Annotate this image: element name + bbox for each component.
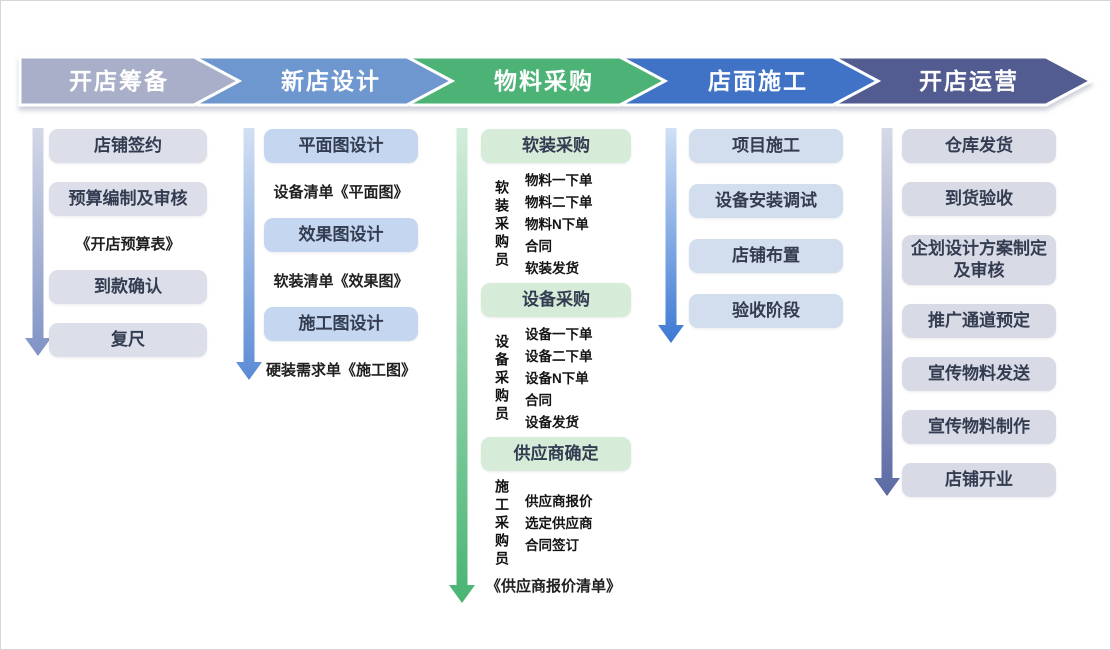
group-header-box: 软装采购: [481, 129, 631, 163]
step-list: 物料一下单物料二下单物料N下单合同软装发货: [525, 171, 593, 279]
step-list: 供应商报价选定供应商合同签订: [525, 492, 593, 556]
document-label: 软装清单《效果图》: [273, 273, 409, 290]
group-header-box: 设备采购: [481, 283, 631, 317]
step-item: 物料N下单: [525, 217, 589, 232]
phase-column-construction: 项目施工设备安装调试店铺布置验收阶段: [689, 129, 843, 349]
document-label: 《供应商报价清单》: [485, 578, 621, 595]
process-box: 店铺布置: [689, 239, 843, 273]
step-item: 供应商报价: [525, 494, 593, 509]
step-item: 软装发货: [525, 261, 579, 276]
step-item: 设备N下单: [525, 371, 589, 386]
step-list: 设备一下单设备二下单设备N下单合同设备发货: [525, 325, 593, 433]
role-label: 施工采购员: [494, 479, 510, 569]
document-label: 《开店预算表》: [75, 236, 181, 253]
role-label: 软装采购员: [494, 180, 510, 270]
phase-label-construction: 店面施工: [708, 68, 808, 94]
phase-column-preparation: 店铺签约预算编制及审核《开店预算表》到款确认复尺: [49, 129, 207, 376]
process-box: 宣传物料制作: [902, 410, 1056, 445]
document-label: 硬装需求单《施工图》: [265, 362, 416, 379]
phase-arrow-preparation: [18, 55, 243, 107]
step-item: 设备一下单: [525, 327, 593, 342]
process-box: 宣传物料发送: [902, 357, 1056, 392]
group-body: 设备采购员设备一下单设备二下单设备N下单合同设备发货: [481, 325, 631, 433]
flow-arrow-down-operation: [874, 128, 900, 496]
procurement-group: 设备采购设备采购员设备一下单设备二下单设备N下单合同设备发货: [481, 283, 631, 433]
process-box: 店铺签约: [49, 129, 207, 163]
process-box: 仓库发货: [902, 129, 1056, 163]
step-item: 物料一下单: [525, 173, 593, 188]
group-header-box: 供应商确定: [481, 437, 631, 471]
process-box: 效果图设计: [264, 218, 418, 252]
procurement-group: 供应商确定施工采购员供应商报价选定供应商合同签订《供应商报价清单》: [481, 437, 631, 596]
process-box: 预算编制及审核: [49, 182, 207, 216]
process-box: 到货验收: [902, 182, 1056, 216]
process-box: 店铺开业: [902, 463, 1056, 498]
process-box: 推广通道预定: [902, 304, 1056, 339]
phase-label-procurement: 物料采购: [494, 68, 594, 94]
step-item: 合同: [525, 239, 552, 254]
procurement-group: 软装采购软装采购员物料一下单物料二下单物料N下单合同软装发货: [481, 129, 631, 279]
step-item: 设备二下单: [525, 349, 593, 364]
step-item: 合同签订: [525, 538, 579, 553]
phase-column-design: 平面图设计设备清单《平面图》效果图设计软装清单《效果图》施工图设计硬装需求单《施…: [264, 129, 418, 396]
process-box: 施工图设计: [264, 307, 418, 341]
phase-label-operation: 开店运营: [919, 68, 1019, 94]
process-box: 到款确认: [49, 270, 207, 304]
group-body: 施工采购员供应商报价选定供应商合同签订: [481, 479, 631, 569]
phase-label-preparation: 开店筹备: [69, 68, 169, 94]
phase-column-procurement: 软装采购软装采购员物料一下单物料二下单物料N下单合同软装发货设备采购设备采购员设…: [481, 129, 631, 600]
flow-arrow-down-construction: [658, 128, 684, 343]
document-label: 设备清单《平面图》: [273, 184, 409, 201]
process-box: 验收阶段: [689, 294, 843, 328]
process-box: 项目施工: [689, 129, 843, 163]
step-item: 选定供应商: [525, 516, 593, 531]
process-box: 设备安装调试: [689, 184, 843, 218]
process-box: 企划设计方案制定及审核: [902, 235, 1056, 286]
flow-arrow-down-procurement: [449, 128, 475, 603]
flow-arrow-down-preparation: [25, 128, 51, 356]
flow-arrow-down-design: [236, 128, 262, 380]
role-label: 设备采购员: [494, 334, 510, 424]
phase-label-design: 新店设计: [281, 68, 381, 94]
phase-column-operation: 仓库发货到货验收企划设计方案制定及审核推广通道预定宣传物料发送宣传物料制作店铺开…: [902, 129, 1056, 516]
group-body: 软装采购员物料一下单物料二下单物料N下单合同软装发货: [481, 171, 631, 279]
process-box: 复尺: [49, 323, 207, 357]
step-item: 合同: [525, 393, 552, 408]
step-item: 设备发货: [525, 415, 579, 430]
process-box: 平面图设计: [264, 129, 418, 163]
step-item: 物料二下单: [525, 195, 593, 210]
phase-header-arrows: 开店筹备 新店设计 物料采购 店面施工 开店运营: [18, 55, 1095, 107]
